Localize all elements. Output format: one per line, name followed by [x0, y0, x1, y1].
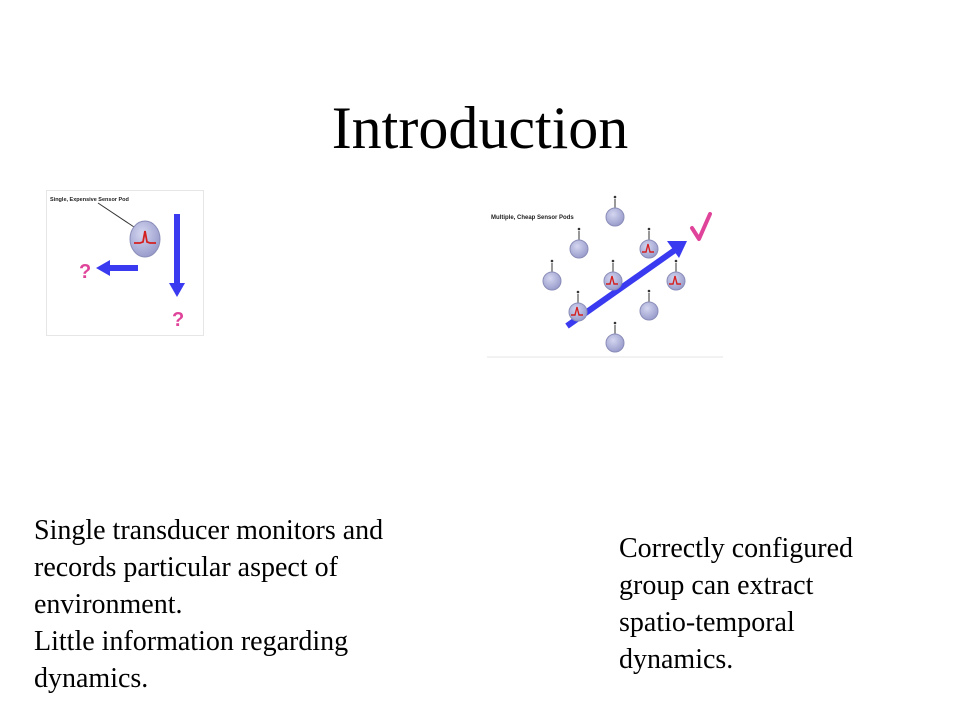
caption-line: Single transducer monitors and [34, 515, 384, 546]
sensor-pod-icon [569, 227, 589, 259]
single-sensor-diagram: Single, Expensive Sensor Pod ? ? [46, 190, 204, 336]
multi-sensor-caption: Correctly configured group can extract s… [619, 530, 919, 678]
multi-sensor-figure: Multiple, Cheap Sensor Pods [487, 190, 723, 360]
single-sensor-caption: Single transducer monitors and records p… [34, 512, 454, 697]
down-arrow-icon [169, 214, 185, 297]
checkmark-icon [690, 212, 712, 241]
caption-line: Correctly configured [619, 533, 854, 564]
question-mark-down-icon: ? [172, 309, 184, 331]
single-sensor-figure: Single, Expensive Sensor Pod ? ? [46, 190, 204, 336]
sensor-pod-icon [639, 289, 659, 321]
single-sensor-label: Single, Expensive Sensor Pod [50, 197, 129, 203]
caption-line: Little information regarding [34, 626, 349, 657]
caption-line: dynamics. [619, 644, 734, 675]
slide-title: Introduction [331, 95, 629, 161]
caption-line: records particular aspect of [34, 552, 338, 583]
sensor-pod-icon [542, 259, 562, 291]
active-sensor-pod-icon [568, 290, 588, 322]
caption-line: dynamics. [34, 663, 149, 694]
active-sensor-pod-icon [603, 259, 623, 291]
sensor-pod-icon [605, 321, 625, 353]
active-sensor-pod-icon [639, 227, 659, 259]
multi-sensor-label: Multiple, Cheap Sensor Pods [491, 215, 574, 221]
caption-line: environment. [34, 589, 183, 620]
caption-line: group can extract [619, 570, 814, 601]
sensor-pod-icon [129, 220, 161, 258]
caption-line: spatio-temporal [619, 607, 795, 638]
sensor-pod-icon [605, 195, 625, 227]
pointer-line [97, 202, 141, 232]
multi-sensor-diagram: Multiple, Cheap Sensor Pods [487, 195, 723, 358]
active-sensor-pod-icon [666, 259, 686, 291]
question-mark-left-icon: ? [79, 261, 91, 283]
left-arrow-icon [96, 260, 138, 276]
